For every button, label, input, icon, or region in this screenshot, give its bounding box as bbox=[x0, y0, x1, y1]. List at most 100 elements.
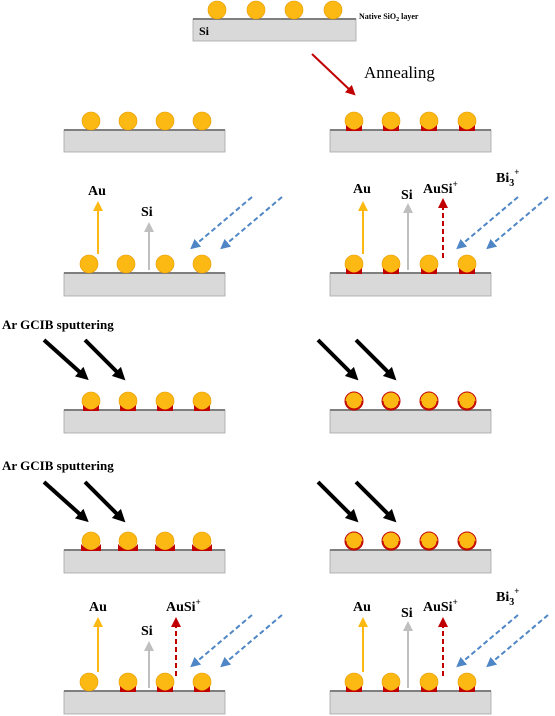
silicon-substrate bbox=[63, 690, 226, 715]
core-shell-particle bbox=[457, 391, 477, 411]
sputter2-annealed bbox=[316, 480, 492, 574]
gold-nanoparticle bbox=[323, 0, 343, 20]
gold-nanoparticle bbox=[116, 254, 136, 274]
core-shell-particle bbox=[381, 391, 401, 411]
au-label: Au bbox=[353, 182, 371, 197]
silicon-substrate bbox=[63, 549, 226, 574]
annealed-particle bbox=[381, 111, 401, 131]
annealed-particle bbox=[457, 254, 477, 274]
bi-beam-arrow bbox=[190, 614, 253, 668]
annealed-particle bbox=[118, 531, 138, 551]
gold-nanoparticle bbox=[207, 0, 227, 20]
gcib-arrow bbox=[354, 480, 397, 523]
bi-beam-arrow bbox=[456, 196, 519, 250]
ausi-label: AuSi+ bbox=[166, 597, 201, 615]
annealed-particle bbox=[344, 254, 364, 274]
sputtering-label: Ar GCIB sputtering bbox=[2, 458, 114, 473]
sputter2-unannealed bbox=[42, 480, 226, 574]
annealed-particle bbox=[155, 672, 175, 692]
annealed-particle bbox=[344, 111, 364, 131]
gcib-arrow bbox=[83, 338, 126, 381]
gold-nanoparticle bbox=[246, 0, 266, 20]
au-label: Au bbox=[89, 600, 107, 615]
sputtering-label: Ar GCIB sputtering bbox=[2, 317, 114, 332]
gcib-arrow bbox=[42, 480, 89, 523]
bi-beam-arrow bbox=[456, 614, 519, 668]
ausi-label: AuSi+ bbox=[423, 179, 458, 197]
sims2-unannealed: Au Si AuSi+ bbox=[63, 597, 283, 715]
sample-unannealed bbox=[63, 111, 226, 153]
gold-nanoparticle bbox=[79, 672, 99, 692]
gold-nanoparticle bbox=[118, 111, 138, 131]
annealed-particle bbox=[457, 111, 477, 131]
gold-nanoparticle bbox=[192, 111, 212, 131]
gold-nanoparticle bbox=[284, 0, 304, 20]
bi-label: Bi3+ bbox=[496, 586, 519, 608]
gcib-arrow bbox=[42, 338, 89, 381]
annealed-particle bbox=[192, 391, 212, 411]
si-label: Si bbox=[141, 205, 153, 220]
gold-nanoparticle bbox=[81, 111, 101, 131]
sputter1-unannealed bbox=[42, 338, 226, 434]
sims2-annealed: Au Si AuSi+ Bi3+ bbox=[329, 586, 549, 715]
gcib-arrow bbox=[354, 338, 397, 381]
gcib-arrow bbox=[83, 480, 126, 523]
annealed-particle bbox=[118, 672, 138, 692]
annealed-particle bbox=[419, 672, 439, 692]
gcib-arrow bbox=[316, 480, 359, 523]
annealed-particle bbox=[457, 672, 477, 692]
initial-sample: Si Native SiO2 layer bbox=[192, 0, 419, 42]
core-shell-particle bbox=[344, 531, 364, 551]
annealing-label: Annealing bbox=[364, 63, 435, 82]
silicon-substrate bbox=[329, 272, 492, 297]
silicon-substrate bbox=[192, 18, 357, 42]
bi-beam-arrow bbox=[220, 196, 283, 250]
silicon-substrate bbox=[329, 409, 492, 434]
sample-annealed bbox=[329, 111, 492, 153]
bi-beam-arrow bbox=[190, 196, 253, 250]
au-label: Au bbox=[88, 184, 106, 199]
gold-nanoparticle bbox=[79, 254, 99, 274]
annealed-particle bbox=[155, 391, 175, 411]
sims-annealed: Au Si AuSi+ Bi3+ bbox=[329, 167, 549, 297]
core-shell-particle bbox=[419, 531, 439, 551]
annealed-particle bbox=[419, 254, 439, 274]
gold-nanoparticle bbox=[192, 254, 212, 274]
core-shell-particle bbox=[344, 391, 364, 411]
core-shell-particle bbox=[457, 531, 477, 551]
annealing-arrow bbox=[311, 53, 356, 96]
gcib-arrow bbox=[316, 338, 359, 381]
gold-nanoparticle bbox=[155, 254, 175, 274]
annealed-particle bbox=[81, 391, 101, 411]
annealed-particle bbox=[192, 672, 212, 692]
sims-unannealed: Au Si bbox=[63, 184, 283, 297]
bi-beam-arrow bbox=[486, 614, 549, 668]
bi-label: Bi3+ bbox=[496, 167, 519, 189]
annealed-particle bbox=[155, 531, 175, 551]
gold-nanoparticle bbox=[155, 111, 175, 131]
annealed-particle bbox=[344, 672, 364, 692]
annealed-particle bbox=[419, 111, 439, 131]
si-label: Si bbox=[401, 606, 413, 621]
native-oxide-label: Native SiO2 layer bbox=[359, 12, 419, 23]
annealed-particle bbox=[192, 531, 212, 551]
silicon-substrate bbox=[329, 690, 492, 715]
bi-beam-arrow bbox=[220, 614, 283, 668]
annealed-particle bbox=[118, 391, 138, 411]
si-label: Si bbox=[141, 624, 153, 639]
core-shell-particle bbox=[419, 391, 439, 411]
silicon-substrate bbox=[63, 272, 226, 297]
si-label: Si bbox=[401, 188, 413, 203]
silicon-substrate bbox=[329, 129, 492, 153]
bi-beam-arrow bbox=[486, 196, 549, 250]
silicon-substrate bbox=[63, 409, 226, 434]
silicon-substrate bbox=[329, 549, 492, 574]
silicon-substrate bbox=[63, 129, 226, 153]
au-label: Au bbox=[353, 600, 371, 615]
ausi-label: AuSi+ bbox=[423, 597, 458, 615]
annealed-particle bbox=[81, 531, 101, 551]
core-shell-particle bbox=[381, 531, 401, 551]
annealed-particle bbox=[381, 254, 401, 274]
sputter1-annealed bbox=[316, 338, 492, 434]
